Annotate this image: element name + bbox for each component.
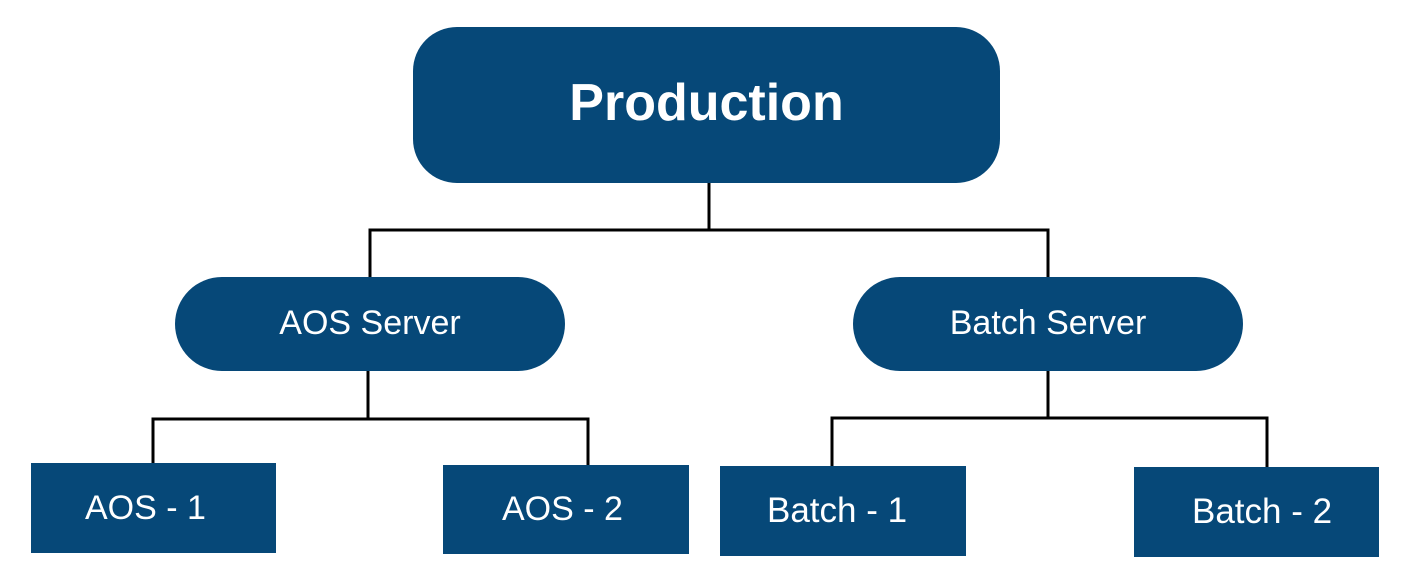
production-node-label: Production: [569, 74, 844, 132]
aos-1-node: AOS - 1: [31, 463, 276, 553]
batch-server-node-label: Batch Server: [949, 303, 1147, 342]
aos-server-node-label: AOS Server: [279, 303, 461, 342]
batch-1-node-label: Batch - 1: [767, 491, 908, 530]
aos-1-node-label: AOS - 1: [85, 488, 206, 527]
aos-2-node: AOS - 2: [443, 465, 689, 554]
batch-server-node: Batch Server: [853, 277, 1243, 371]
aos-2-node-label: AOS - 2: [502, 490, 623, 528]
batch-2-node-label: Batch - 2: [1192, 492, 1333, 531]
aos-server-node: AOS Server: [175, 277, 565, 371]
production-node: Production: [413, 27, 1000, 183]
batch-1-node: Batch - 1: [720, 466, 966, 556]
batch-2-node: Batch - 2: [1134, 467, 1379, 557]
